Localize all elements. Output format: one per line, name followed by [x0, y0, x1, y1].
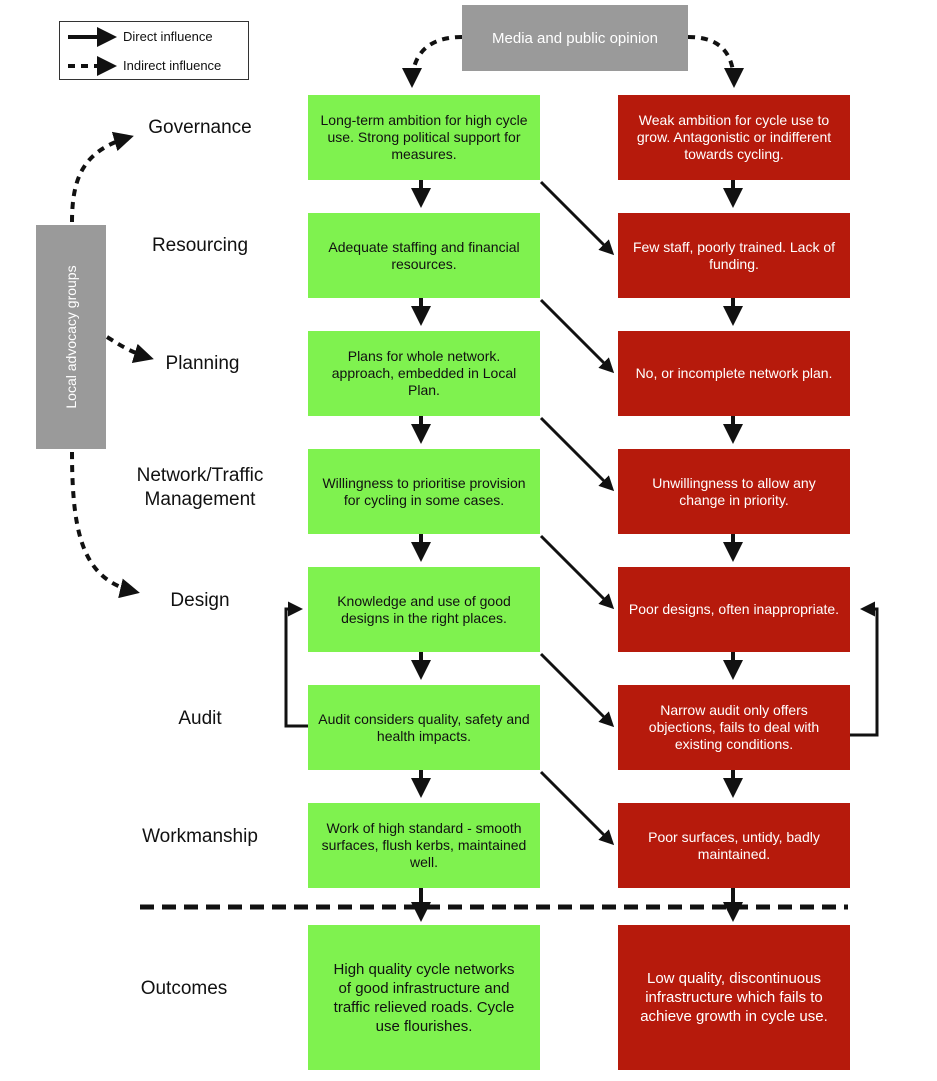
stage-label-network: Network/Traffic Management — [136, 465, 264, 510]
positive-feedback-loop — [284, 601, 308, 728]
positive-box-workmanship: Work of high standard - smooth surfaces,… — [308, 803, 540, 888]
diagonal-arrow-5 — [539, 652, 615, 728]
positive-box-design: Knowledge and use of good designs in the… — [308, 567, 540, 652]
positive-box-governance: Long-term ambition for high cycle use. S… — [308, 95, 540, 180]
negative-box-workmanship: Poor surfaces, untidy, badly maintained. — [618, 803, 850, 888]
advocacy-to-design-arrow — [70, 451, 140, 599]
stage-label-resourcing: Resourcing — [151, 235, 249, 256]
advocacy-label: Local advocacy groups — [63, 265, 79, 409]
positive-box-outcomes: High quality cycle networks of good infr… — [308, 925, 540, 1070]
stage-label-design: Design — [170, 590, 230, 611]
negative-box-network: Unwillingness to allow any change in pri… — [618, 449, 850, 534]
stage-label-governance: Governance — [148, 117, 252, 138]
advocacy-to-planning-arrow — [105, 335, 154, 363]
negative-feedback-loop — [850, 601, 879, 737]
media-to-negative-arrow — [687, 35, 744, 88]
diagonal-arrow-1 — [539, 180, 615, 256]
legend-direct-label: Direct influence — [123, 29, 213, 44]
stage-label-workmanship: Workmanship — [142, 826, 258, 847]
legend — [59, 21, 249, 80]
diagonal-arrow-3 — [539, 416, 615, 492]
media-to-positive-arrow — [402, 35, 463, 88]
negative-box-governance: Weak ambition for cycle use to grow. Ant… — [618, 95, 850, 180]
positive-box-network: Willingness to prioritise provision for … — [308, 449, 540, 534]
negative-box-planning: No, or incomplete network plan. — [618, 331, 850, 416]
legend-indirect-label: Indirect influence — [123, 58, 222, 73]
diagonal-arrow-2 — [539, 298, 615, 374]
positive-box-planning: Plans for whole network. approach, embed… — [308, 331, 540, 416]
negative-box-design: Poor designs, often inappropriate. — [618, 567, 850, 652]
advocacy-box: Local advocacy groups — [36, 225, 106, 449]
diagonal-arrow-4 — [539, 534, 615, 610]
negative-box-audit: Narrow audit only offers objections, fai… — [618, 685, 850, 770]
media-box: Media and public opinion — [462, 5, 688, 71]
positive-box-resourcing: Adequate staffing and financial resource… — [308, 213, 540, 298]
stage-label-audit: Audit — [178, 708, 222, 729]
positive-box-audit: Audit considers quality, safety and heal… — [308, 685, 540, 770]
stage-label-outcomes: Outcomes — [140, 978, 228, 999]
negative-box-resourcing: Few staff, poorly trained. Lack of fundi… — [618, 213, 850, 298]
diagonal-arrow-6 — [539, 770, 615, 846]
stage-label-planning: Planning — [165, 353, 240, 374]
negative-box-outcomes: Low quality, discontinuous infrastructur… — [618, 925, 850, 1070]
advocacy-to-governance-arrow — [70, 131, 134, 223]
